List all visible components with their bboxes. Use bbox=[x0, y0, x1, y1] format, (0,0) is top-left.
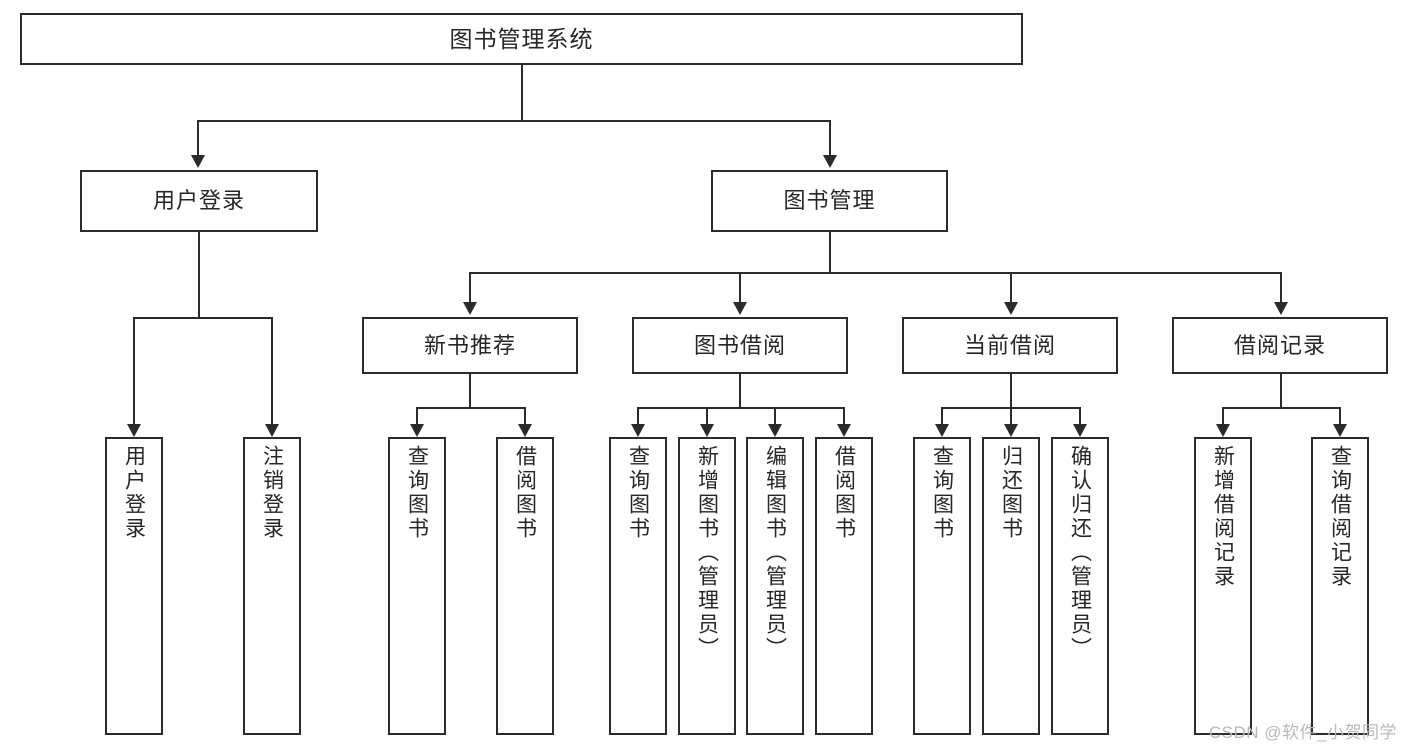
connector-to-new-book-recommend bbox=[469, 272, 471, 302]
arrowhead-leaf-query-record bbox=[1333, 424, 1347, 437]
connector-tier3-bus bbox=[469, 272, 1280, 274]
connector-new-book-child-2 bbox=[524, 407, 526, 424]
node-leaf-return-book[interactable]: 归还图书 bbox=[982, 437, 1040, 735]
node-label: 查询图书 bbox=[405, 445, 429, 541]
connector-borrow-record-child-1 bbox=[1222, 407, 1224, 424]
node-user-login[interactable]: 用户登录 bbox=[80, 170, 318, 232]
node-label: 借阅图书 bbox=[832, 445, 856, 541]
connector-borrow-record-bus bbox=[1222, 407, 1339, 409]
node-leaf-user-login[interactable]: 用户登录 bbox=[105, 437, 163, 735]
connector-book-borrow-child-2 bbox=[706, 407, 708, 424]
connector-tier2-bus bbox=[197, 120, 829, 122]
node-leaf-query-book-current[interactable]: 查询图书 bbox=[913, 437, 971, 735]
node-label: 借阅记录 bbox=[1233, 332, 1326, 358]
connector-user-login-child-2 bbox=[271, 317, 273, 424]
node-root-book-management-system[interactable]: 图书管理系统 bbox=[20, 13, 1023, 65]
arrowhead-new-book-recommend bbox=[463, 302, 477, 315]
connector-book-borrow-child-1 bbox=[637, 407, 639, 424]
node-current-borrow[interactable]: 当前借阅 bbox=[902, 317, 1118, 374]
node-label: 查询图书 bbox=[626, 445, 650, 541]
node-label: 新增借阅记录 bbox=[1211, 445, 1235, 589]
node-leaf-add-borrow-record[interactable]: 新增借阅记录 bbox=[1194, 437, 1252, 735]
node-label: 编辑图书（管理员） bbox=[763, 445, 787, 661]
arrowhead-leaf-edit-book bbox=[768, 424, 782, 437]
connector-to-book-management bbox=[829, 120, 831, 155]
arrowhead-book-management bbox=[823, 155, 837, 168]
csdn-watermark: CSDN @软件_小贺同学 bbox=[1208, 723, 1397, 742]
connector-to-borrow-record bbox=[1280, 272, 1282, 302]
connector-book-borrow-child-3 bbox=[774, 407, 776, 424]
connector-to-user-login bbox=[197, 120, 199, 155]
arrowhead-leaf-query-book-1 bbox=[410, 424, 424, 437]
node-label: 借阅图书 bbox=[513, 445, 537, 541]
node-borrow-record[interactable]: 借阅记录 bbox=[1172, 317, 1388, 374]
arrowhead-book-borrow bbox=[733, 302, 747, 315]
connector-user-login-stem bbox=[198, 232, 200, 317]
connector-borrow-record-stem bbox=[1280, 374, 1282, 407]
arrowhead-leaf-return-book bbox=[1004, 424, 1018, 437]
arrowhead-leaf-query-book-2 bbox=[631, 424, 645, 437]
connector-user-login-child-1 bbox=[133, 317, 135, 424]
arrowhead-leaf-user-login bbox=[127, 424, 141, 437]
connector-to-current-borrow bbox=[1010, 272, 1012, 302]
arrowhead-borrow-record bbox=[1274, 302, 1288, 315]
node-leaf-borrow-book[interactable]: 借阅图书 bbox=[815, 437, 873, 735]
connector-book-borrow-child-4 bbox=[843, 407, 845, 424]
node-leaf-query-book-borrow[interactable]: 查询图书 bbox=[609, 437, 667, 735]
node-leaf-add-book-admin[interactable]: 新增图书（管理员） bbox=[678, 437, 736, 735]
arrowhead-leaf-query-book-3 bbox=[935, 424, 949, 437]
connector-current-borrow-child-3 bbox=[1079, 407, 1081, 424]
arrowhead-leaf-borrow-book-2 bbox=[837, 424, 851, 437]
connector-new-book-stem bbox=[469, 374, 471, 407]
arrowhead-leaf-add-record bbox=[1216, 424, 1230, 437]
arrowhead-leaf-logout bbox=[265, 424, 279, 437]
arrowhead-leaf-add-book bbox=[700, 424, 714, 437]
arrowhead-user-login bbox=[191, 155, 205, 168]
connector-current-borrow-child-2 bbox=[1010, 407, 1012, 424]
node-label: 新书推荐 bbox=[423, 332, 516, 358]
connector-root-stem bbox=[521, 65, 523, 120]
connector-new-book-child-1 bbox=[416, 407, 418, 424]
connector-book-management-stem bbox=[829, 232, 831, 272]
connector-new-book-bus bbox=[416, 407, 524, 409]
node-label: 新增图书（管理员） bbox=[695, 445, 719, 661]
arrowhead-leaf-borrow-book-1 bbox=[518, 424, 532, 437]
node-leaf-query-book-recommend[interactable]: 查询图书 bbox=[388, 437, 446, 735]
node-new-book-recommend[interactable]: 新书推荐 bbox=[362, 317, 578, 374]
connector-book-borrow-stem bbox=[739, 374, 741, 407]
node-book-management[interactable]: 图书管理 bbox=[711, 170, 948, 232]
node-leaf-logout[interactable]: 注销登录 bbox=[243, 437, 301, 735]
node-label: 查询图书 bbox=[930, 445, 954, 541]
node-label: 图书管理系统 bbox=[449, 25, 594, 52]
node-leaf-confirm-return-admin[interactable]: 确认归还（管理员） bbox=[1051, 437, 1109, 735]
node-label: 用户登录 bbox=[122, 445, 146, 541]
node-label: 归还图书 bbox=[999, 445, 1023, 541]
node-label: 用户登录 bbox=[152, 188, 245, 214]
node-label: 图书借阅 bbox=[693, 332, 786, 358]
arrowhead-current-borrow bbox=[1004, 302, 1018, 315]
connector-current-borrow-child-1 bbox=[941, 407, 943, 424]
connector-current-borrow-stem bbox=[1010, 374, 1012, 407]
node-label: 图书管理 bbox=[783, 188, 876, 214]
arrowhead-leaf-confirm-return bbox=[1073, 424, 1087, 437]
connector-user-login-bus bbox=[133, 317, 271, 319]
node-leaf-query-borrow-record[interactable]: 查询借阅记录 bbox=[1311, 437, 1369, 735]
connector-borrow-record-child-2 bbox=[1339, 407, 1341, 424]
node-label: 查询借阅记录 bbox=[1328, 445, 1352, 589]
node-label: 注销登录 bbox=[260, 445, 284, 541]
node-label: 当前借阅 bbox=[963, 332, 1056, 358]
connector-to-book-borrow bbox=[739, 272, 741, 302]
node-leaf-edit-book-admin[interactable]: 编辑图书（管理员） bbox=[746, 437, 804, 735]
node-leaf-borrow-book-recommend[interactable]: 借阅图书 bbox=[496, 437, 554, 735]
connector-book-borrow-bus bbox=[637, 407, 843, 409]
node-label: 确认归还（管理员） bbox=[1068, 445, 1092, 661]
node-book-borrow[interactable]: 图书借阅 bbox=[632, 317, 848, 374]
